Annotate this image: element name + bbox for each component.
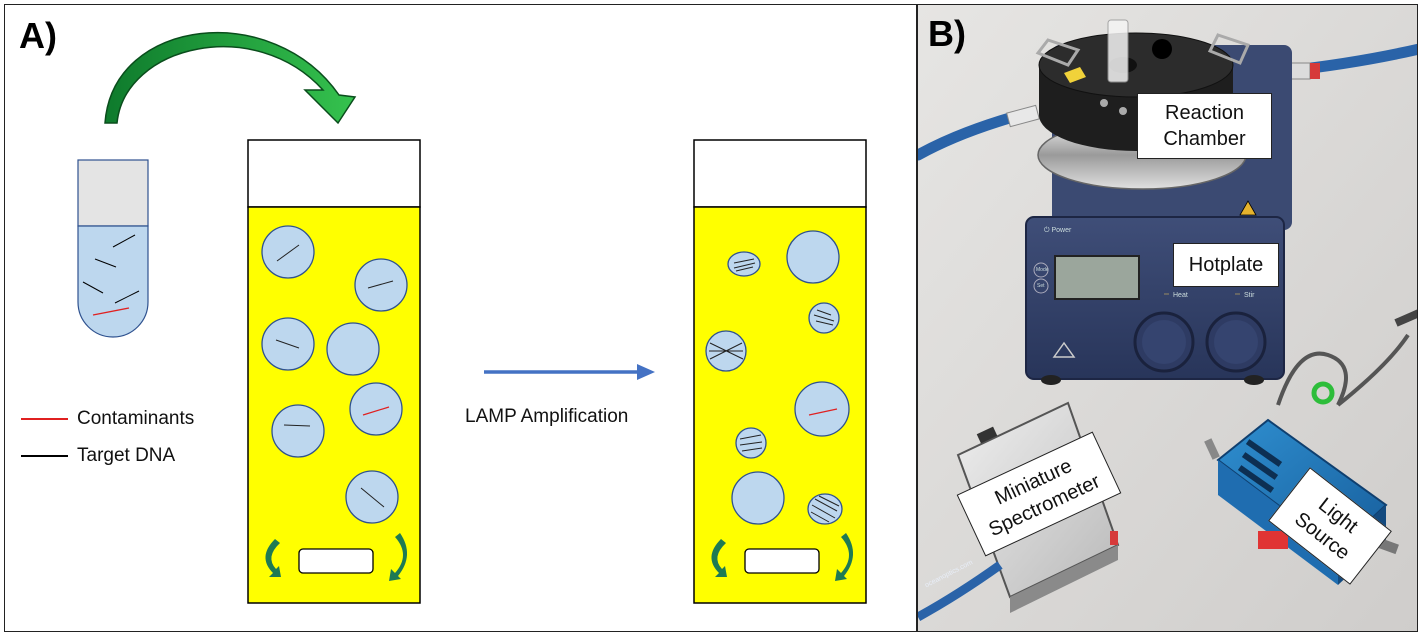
bead xyxy=(735,427,767,459)
mode-button-label: Mode xyxy=(1036,267,1049,273)
bead xyxy=(354,258,408,312)
vessel-after xyxy=(693,139,867,604)
binder-clip xyxy=(1035,38,1081,67)
legend-contaminants-label: Contaminants xyxy=(77,408,195,429)
stir-bar xyxy=(298,548,374,574)
bead xyxy=(808,302,840,334)
hotplate-callout: Hotplate xyxy=(1173,243,1279,287)
spectrometer-fiber xyxy=(918,561,1003,621)
bead xyxy=(727,251,761,277)
heat-knob-label: Heat xyxy=(1173,292,1188,299)
hotplate-power-label: ⏻ Power xyxy=(1044,227,1072,234)
stir-bar xyxy=(744,548,820,574)
binder-clip xyxy=(1207,33,1251,65)
bead xyxy=(786,230,840,284)
legend xyxy=(21,418,68,457)
bead xyxy=(261,317,315,371)
left-fiber-cable xyxy=(918,111,1019,161)
panel-a: A) xyxy=(4,4,917,632)
bead xyxy=(326,322,380,376)
set-button-label: Set xyxy=(1037,283,1045,289)
transfer-arrow xyxy=(104,31,357,125)
bead xyxy=(349,382,403,436)
bead xyxy=(807,493,843,525)
panel-b: B) ⏻ Power Mode Set Heat Stir oceanoptic… xyxy=(917,4,1418,632)
bead xyxy=(731,471,785,525)
bead xyxy=(345,470,399,524)
bead xyxy=(705,330,747,372)
bead xyxy=(794,381,850,437)
bead xyxy=(271,404,325,458)
bead xyxy=(261,225,315,279)
reaction-chamber-callout: Reaction Chamber xyxy=(1137,93,1272,159)
lamp-amplification-label: LAMP Amplification xyxy=(465,406,629,427)
legend-target-dna-label: Target DNA xyxy=(77,445,176,466)
stir-knob-label: Stir xyxy=(1244,292,1255,299)
amplification-arrow xyxy=(484,364,655,380)
sample-tube xyxy=(77,159,149,338)
panel-b-label: B) xyxy=(928,13,966,54)
vessel-before xyxy=(247,139,421,604)
panel-a-label: A) xyxy=(19,15,57,56)
lamp-diagram xyxy=(21,31,867,604)
